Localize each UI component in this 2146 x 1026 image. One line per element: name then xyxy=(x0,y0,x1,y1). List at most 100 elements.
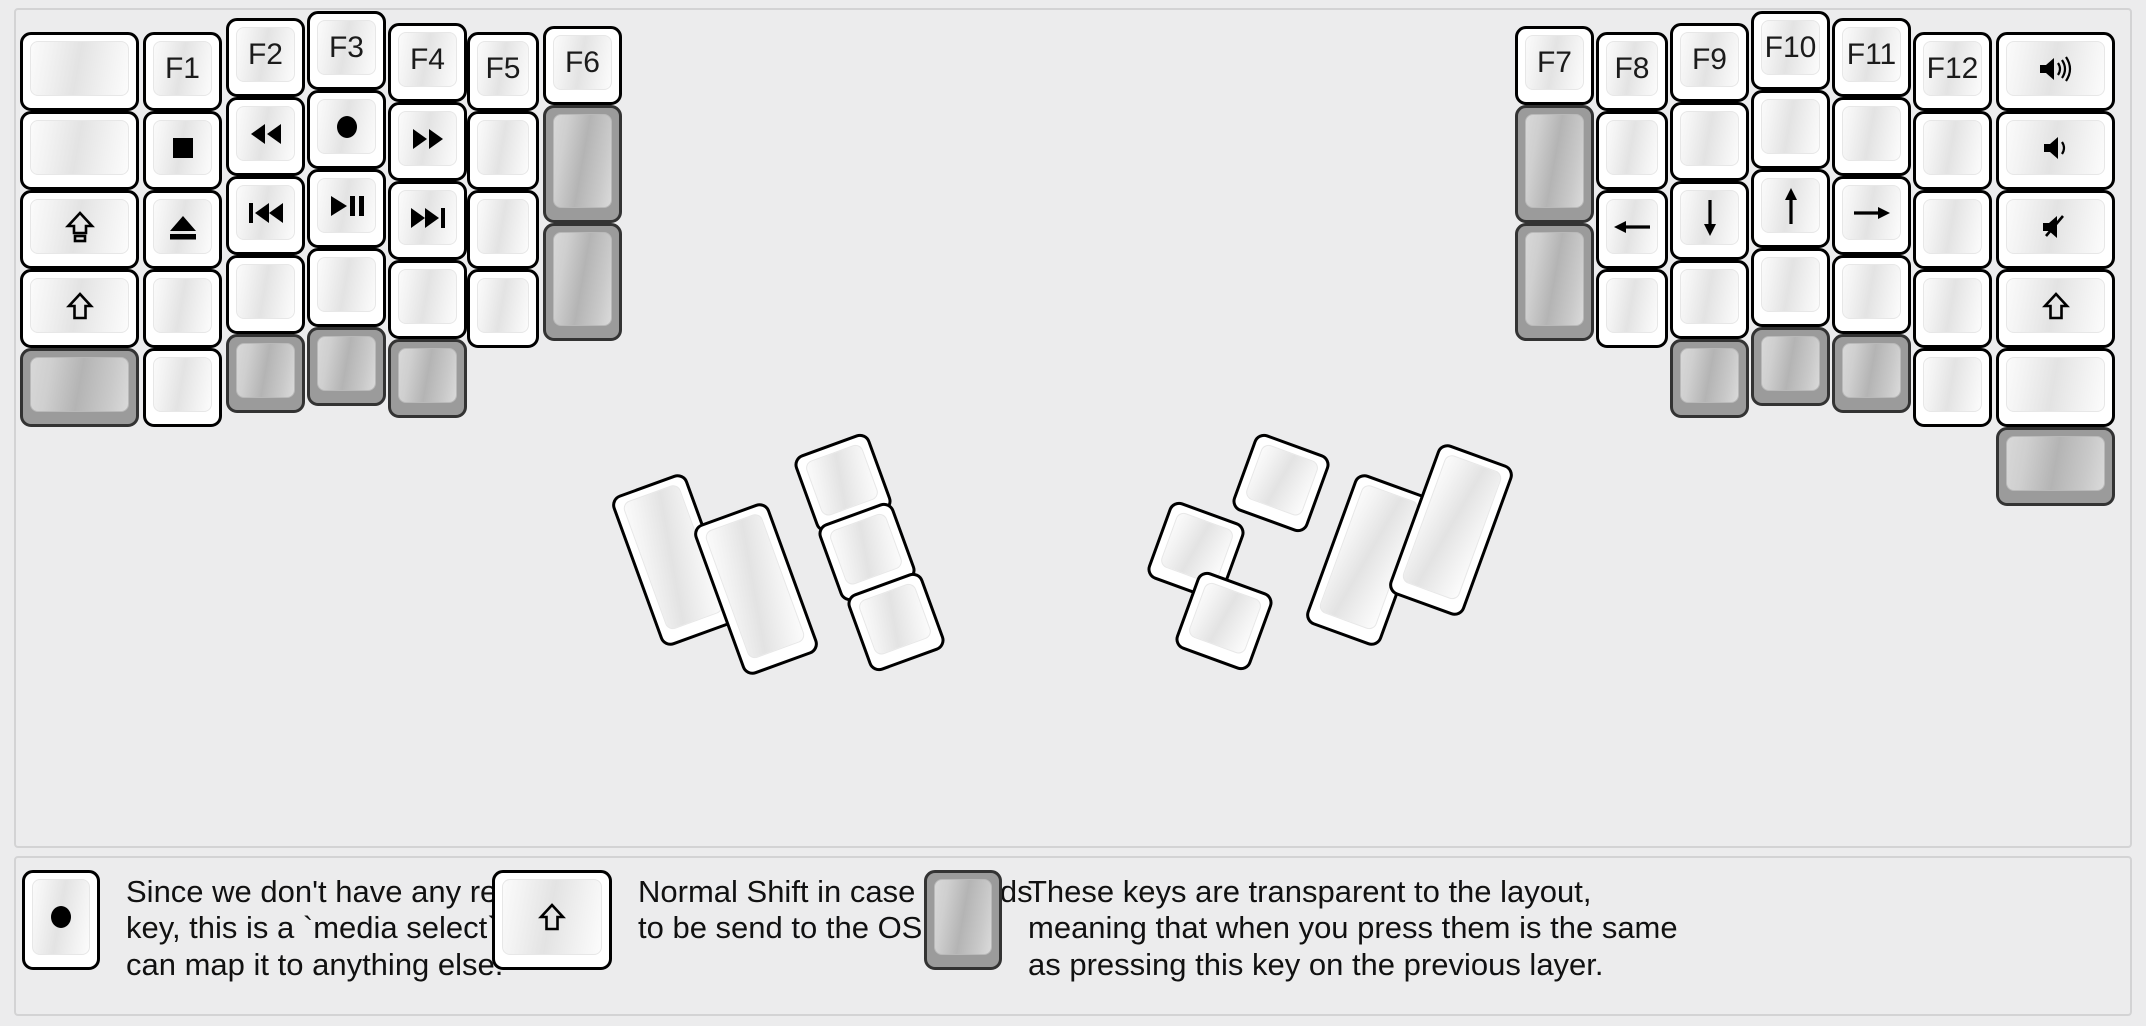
key-cap xyxy=(1842,106,1901,161)
key-cap xyxy=(317,178,376,233)
left-col-ring-key-3[interactable] xyxy=(226,176,305,255)
left-col-ring-key-1[interactable]: F2 xyxy=(226,18,305,97)
right-col-middle-key-4[interactable] xyxy=(1751,248,1830,327)
media-record-icon xyxy=(332,112,362,142)
key-cap xyxy=(1680,269,1739,324)
left-col-pinky-outer-key-4[interactable] xyxy=(20,269,139,348)
right-col-inner-1-key-4[interactable] xyxy=(1596,269,1668,348)
left-col-inner-1-key-2[interactable] xyxy=(467,111,539,190)
right-col-pinky-outer-key-3[interactable] xyxy=(1996,190,2115,269)
left-col-pinky-key-1[interactable]: F1 xyxy=(143,32,222,111)
sample-key-shift xyxy=(492,870,612,970)
right-col-inner-2-key-1[interactable]: F7 xyxy=(1515,26,1594,105)
key-cap xyxy=(1923,357,1982,412)
left-col-inner-2-key-1[interactable]: F6 xyxy=(543,26,622,105)
left-col-middle-key-5[interactable] xyxy=(307,327,386,406)
left-col-inner-1-key-4[interactable] xyxy=(467,269,539,348)
arrow-right-icon xyxy=(1852,201,1892,225)
left-col-pinky-key-5[interactable] xyxy=(143,348,222,427)
left-col-pinky-key-4[interactable] xyxy=(143,269,222,348)
key-label: F5 xyxy=(485,51,521,85)
right-col-index-key-4[interactable] xyxy=(1670,260,1749,339)
key-cap xyxy=(1923,278,1982,333)
right-col-middle-key-5[interactable] xyxy=(1751,327,1830,406)
right-col-inner-1-key-2[interactable] xyxy=(1596,111,1668,190)
right-col-pinky-key-5[interactable] xyxy=(1913,348,1992,427)
right-col-ring-key-4[interactable] xyxy=(1832,255,1911,334)
right-col-inner-1-key-3[interactable] xyxy=(1596,190,1668,269)
left-col-pinky-outer-key-1[interactable] xyxy=(20,32,139,111)
right-col-pinky-outer-key-1[interactable] xyxy=(1996,32,2115,111)
legend-key-record xyxy=(22,870,100,970)
right-col-pinky-key-3[interactable] xyxy=(1913,190,1992,269)
right-col-pinky-outer-key-2[interactable] xyxy=(1996,111,2115,190)
left-col-middle-key-3[interactable] xyxy=(307,169,386,248)
right-col-ring-key-2[interactable] xyxy=(1832,97,1911,176)
left-col-ring-key-5[interactable] xyxy=(226,334,305,413)
left-col-pinky-key-3[interactable] xyxy=(143,190,222,269)
key-cap xyxy=(317,336,376,391)
left-col-middle-key-4[interactable] xyxy=(307,248,386,327)
left-col-middle-key-2[interactable] xyxy=(307,90,386,169)
key-cap xyxy=(1842,185,1901,240)
key-cap xyxy=(1761,257,1820,312)
key-cap xyxy=(398,111,457,166)
right-col-pinky-outer-key-5[interactable] xyxy=(1996,348,2115,427)
key-label: F9 xyxy=(1691,42,1727,76)
left-col-pinky-key-2[interactable] xyxy=(143,111,222,190)
left-col-inner-2-key-2[interactable] xyxy=(543,105,622,223)
left-col-pinky-outer-key-2[interactable] xyxy=(20,111,139,190)
key-cap xyxy=(1525,114,1584,208)
right-col-ring-key-1[interactable]: F11 xyxy=(1832,18,1911,97)
right-col-ring-key-3[interactable] xyxy=(1832,176,1911,255)
right-col-middle-key-2[interactable] xyxy=(1751,90,1830,169)
legend-item-transparent: These keys are transparent to the layout… xyxy=(924,870,1678,983)
left-col-inner-1-key-1[interactable]: F5 xyxy=(467,32,539,111)
key-cap: F4 xyxy=(398,32,457,87)
key-cap: F8 xyxy=(1606,41,1658,96)
right-col-index-key-1[interactable]: F9 xyxy=(1670,23,1749,102)
left-col-index-key-3[interactable] xyxy=(388,181,467,260)
right-col-middle-key-3[interactable] xyxy=(1751,169,1830,248)
key-cap xyxy=(398,269,457,324)
right-col-pinky-key-4[interactable] xyxy=(1913,269,1992,348)
right-col-pinky-key-2[interactable] xyxy=(1913,111,1992,190)
legend-item-shift: Normal Shift in case it needs to be send… xyxy=(492,870,1033,970)
key-label: F2 xyxy=(247,37,283,71)
right-col-pinky-outer-key-6[interactable] xyxy=(1996,427,2115,506)
right-col-pinky-key-1[interactable]: F12 xyxy=(1913,32,1992,111)
key-cap: F5 xyxy=(477,41,529,96)
left-col-pinky-outer-key-5[interactable] xyxy=(20,348,139,427)
right-col-ring-key-5[interactable] xyxy=(1832,334,1911,413)
right-col-inner-2-key-3[interactable] xyxy=(1515,223,1594,341)
legend-text-transparent: These keys are transparent to the layout… xyxy=(1028,874,1678,982)
left-col-pinky-outer-key-3[interactable] xyxy=(20,190,139,269)
left-col-inner-2-key-3[interactable] xyxy=(543,223,622,341)
key-cap xyxy=(153,120,212,175)
right-col-index-key-3[interactable] xyxy=(1670,181,1749,260)
key-cap xyxy=(1842,264,1901,319)
left-col-middle-key-1[interactable]: F3 xyxy=(307,11,386,90)
left-col-index-key-1[interactable]: F4 xyxy=(388,23,467,102)
key-cap xyxy=(1923,120,1982,175)
right-thumb-key-1[interactable] xyxy=(1229,430,1333,536)
left-col-inner-1-key-3[interactable] xyxy=(467,190,539,269)
key-cap xyxy=(1525,232,1584,326)
right-col-pinky-outer-key-4[interactable] xyxy=(1996,269,2115,348)
key-label: F8 xyxy=(1614,51,1650,85)
media-prev-icon xyxy=(246,200,286,226)
right-col-inner-2-key-2[interactable] xyxy=(1515,105,1594,223)
right-col-index-key-2[interactable] xyxy=(1670,102,1749,181)
left-col-ring-key-4[interactable] xyxy=(226,255,305,334)
left-col-ring-key-2[interactable] xyxy=(226,97,305,176)
right-col-inner-1-key-1[interactable]: F8 xyxy=(1596,32,1668,111)
key-cap xyxy=(2006,278,2105,333)
key-cap xyxy=(1158,510,1236,586)
left-col-index-key-4[interactable] xyxy=(388,260,467,339)
right-col-middle-key-1[interactable]: F10 xyxy=(1751,11,1830,90)
right-col-index-key-5[interactable] xyxy=(1670,339,1749,418)
left-col-index-key-5[interactable] xyxy=(388,339,467,418)
key-cap xyxy=(236,185,295,240)
left-col-index-key-2[interactable] xyxy=(388,102,467,181)
